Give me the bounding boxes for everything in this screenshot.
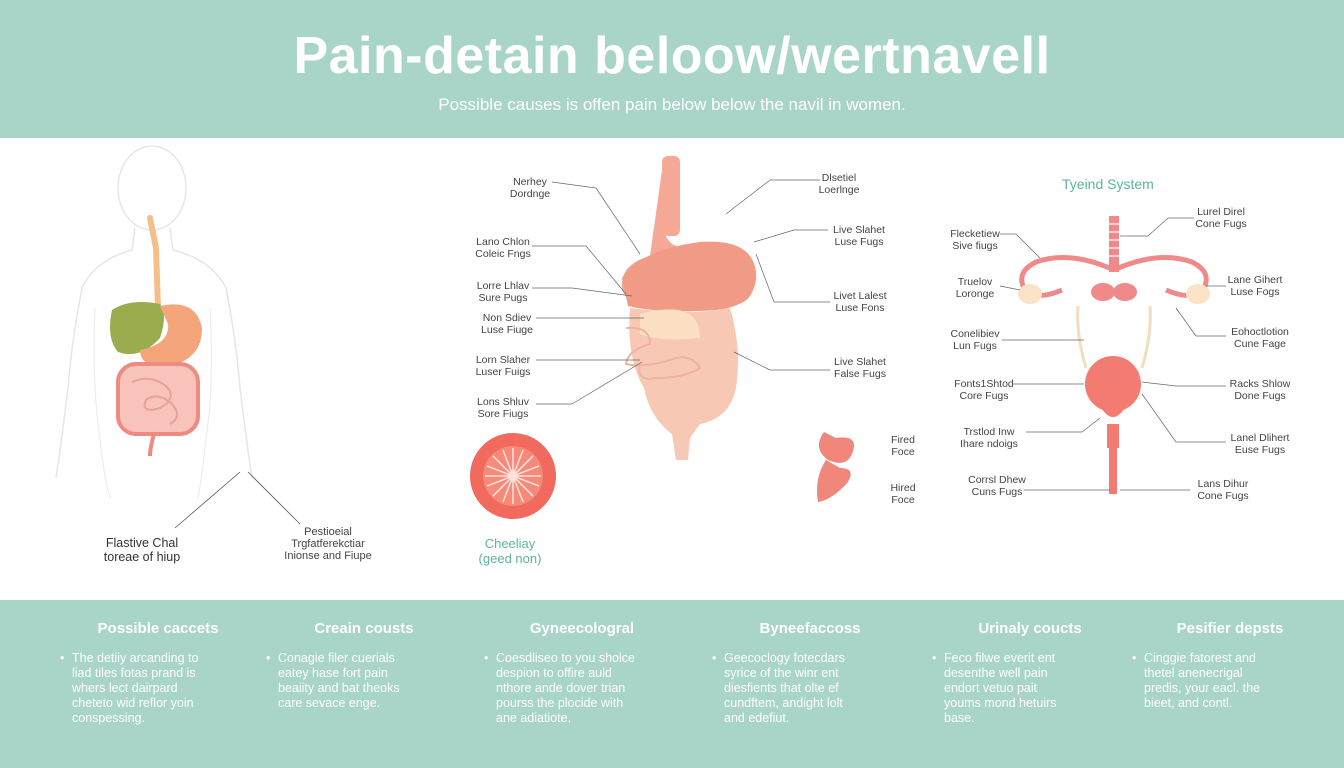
footer-column-title: Pesifier depsts (1176, 620, 1284, 637)
digestive-label-right-2: Live Slahet Luse Fugs (833, 224, 885, 248)
body-label-right: Pestioeial Trgfatferekctiar Inionse and … (284, 526, 372, 562)
footer-column-text: The detiiy arcanding to liad tiles fotas… (58, 651, 258, 726)
footer-column-3: Gyneecologral Coesdliseo to you sholce d… (482, 620, 682, 726)
footer-column-1: Possible caccets The detiiy arcanding to… (58, 620, 258, 726)
page-subtitle: Possible causes is offen pain below belo… (438, 95, 906, 114)
digestive-label-left-1: Nerhey Dordnge (509, 176, 551, 200)
diagram-stage: Flastive Chal toreae of hiup Pestioeial … (0, 138, 1344, 600)
body-label-left: Flastive Chal toreae of hiup (103, 536, 181, 564)
causes-footer: Possible caccets The detiiy arcanding to… (0, 600, 1344, 768)
footer-column-6: Pesifier depsts Cinggie fatorest and the… (1130, 620, 1330, 711)
footer-column-title: Possible caccets (97, 620, 219, 637)
footer-column-text: Cinggie fatorest and thetel anenecrigal … (1130, 651, 1330, 711)
footer-column-title: Urinaly coucts (978, 620, 1082, 637)
digestive-label-left-5: Lorn Slaher Luser Fuigs (475, 354, 531, 378)
digestive-label-left-4: Non Sdiev Luse Fiuge (481, 312, 533, 336)
reproductive-label-right-4: Racks Shlow Done Fugs (1229, 378, 1291, 402)
body-silhouette-figure (55, 145, 301, 529)
reproductive-label-right-5: Lanel Dlihert Euse Fugs (1230, 432, 1290, 456)
reproductive-label-right-6: Lans Dihur Cone Fugs (1197, 478, 1249, 502)
footer-column-title: Gyneecologral (529, 620, 635, 637)
digestive-label-left-2: Lano Chlon Coleic Fngs (475, 236, 531, 260)
reproductive-label-left-6: Corrsl Dhew Cuns Fugs (968, 474, 1026, 498)
reproductive-label-left-2: Truelov Loronge (955, 276, 995, 300)
footer-column-4: Byneefaccoss Geecoclogy fotecdars syrice… (710, 620, 910, 726)
footer-column-text: Feco filwe everit ent desenthe well pain… (930, 651, 1130, 726)
small-organ-icon (817, 432, 854, 502)
footer-column-2: Creain cousts Conagie filer cuerials eat… (264, 620, 464, 711)
cross-section-label: Cheeliay (geed non) (478, 536, 542, 566)
digestive-label-right-4: Live Slahet False Fugs (834, 356, 886, 380)
digestive-label-right-5: Fired Foce (891, 434, 915, 458)
digestive-label-right-6: Hired Foce (890, 482, 916, 506)
footer-column-text: Coesdliseo to you sholce despion to offi… (482, 651, 682, 726)
digestive-organs-figure (470, 156, 854, 519)
reproductive-label-right-2: Lane Gihert Luse Fogs (1227, 274, 1283, 298)
footer-column-title: Creain cousts (314, 620, 414, 637)
digestive-label-left-3: Lorre Lhlav Sure Pugs (476, 280, 530, 304)
reproductive-label-right-3: Eohoctlotion Cune Fage (1231, 326, 1289, 350)
page-title: Pain-detain beloow/wertnavell (293, 27, 1051, 85)
footer-column-text: Geecoclogy fotecdars syrice of the winr … (710, 651, 910, 726)
reproductive-label-left-4: Fonts1Shtod Core Fugs (954, 378, 1014, 402)
reproductive-label-right-1: Lurel Direl Cone Fugs (1195, 206, 1247, 230)
reproductive-label-left-1: Flecketiew Sive fiugs (950, 228, 1000, 252)
reproductive-system-figure (999, 216, 1226, 494)
reproductive-system-title: Tyeind System (1062, 176, 1154, 192)
digestive-label-right-3: Livet Lalest Luse Fons (833, 290, 887, 314)
footer-column-title: Byneefaccoss (759, 620, 861, 637)
header-banner: Pain-detain beloow/wertnavell Possible c… (0, 0, 1344, 138)
reproductive-label-left-3: Conelibiev Lun Fugs (950, 328, 1000, 352)
anatomy-illustrations (55, 145, 1226, 529)
digestive-label-left-6: Lons Shluv Sore Fiugs (477, 396, 529, 420)
reproductive-label-left-5: Trstlod Inw Ihare ndoigs (960, 426, 1018, 450)
footer-column-5: Urinaly coucts Feco filwe everit ent des… (930, 620, 1130, 726)
footer-column-text: Conagie filer cuerials eatey hase fort p… (264, 651, 464, 711)
digestive-label-right-1: Dlsetiel Loerlnge (818, 172, 860, 196)
